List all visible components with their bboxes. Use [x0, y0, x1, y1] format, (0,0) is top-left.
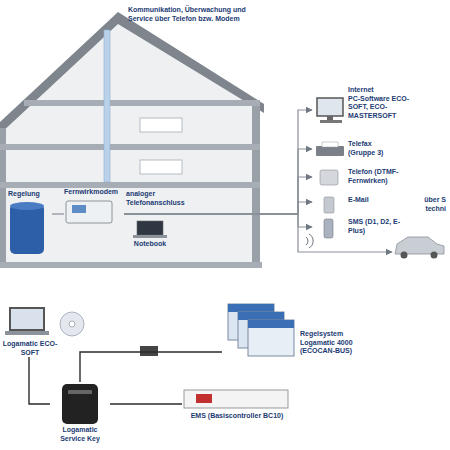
ems-display [196, 394, 212, 403]
node-text: Notebook [128, 240, 172, 249]
node-text: Logamatic ECO-SOFT [2, 340, 58, 357]
floor-slab [0, 182, 260, 188]
node-text: Fernwirkmodem [64, 188, 124, 197]
connector-line [124, 177, 312, 214]
node-text: über S techni [412, 196, 446, 213]
modem-display [72, 205, 86, 213]
cd-hole [69, 321, 75, 327]
modem-device [66, 201, 112, 223]
node-text: Logamatic Service Key [50, 426, 110, 443]
cd-icon [60, 312, 84, 336]
radiator [140, 160, 182, 174]
adapter-icon [140, 346, 158, 356]
radio-waves [306, 234, 313, 248]
node-text: SMS (D1, D2, E-Plus) [348, 218, 402, 235]
laptop-base [5, 331, 49, 335]
chimney-pipe [104, 30, 110, 182]
node-text: Telefon (DTMF-Fernwirken) [348, 168, 422, 185]
notebook-base [133, 235, 167, 238]
node-text: E-Mail [348, 196, 392, 205]
email-device: E-Mail [312, 196, 392, 214]
modem-box: Fernwirkmodem [64, 188, 124, 228]
car-wheel [401, 252, 408, 259]
boiler [10, 204, 44, 254]
monitor-stand [327, 116, 333, 120]
connector-line [29, 357, 50, 404]
floor-slab [0, 262, 262, 268]
service-key-icon [62, 384, 98, 424]
radiator [140, 118, 182, 132]
ems-controller-icon [184, 390, 288, 408]
notebook-screen [137, 221, 163, 235]
control-module [248, 320, 294, 356]
connector-line [80, 352, 222, 382]
boiler-control: Regelung [8, 190, 52, 258]
connector-line [110, 403, 182, 404]
fax-icon [316, 146, 344, 156]
connector-line [124, 110, 312, 214]
ems-controller: EMS (Basiscontroller BC10) [182, 388, 292, 428]
sms-device: SMS (D1, D2, E-Plus) [312, 218, 402, 238]
line-label: analoger Telefonanschluss [126, 190, 198, 207]
car-icon [395, 237, 444, 254]
node-text: Internet [348, 86, 416, 95]
boiler-top [10, 202, 44, 210]
service-key: Logamatic Service Key [50, 382, 110, 443]
technician-car: über S techni [392, 196, 446, 262]
house-interior [0, 20, 258, 266]
node-text: Regelsystem Logamatic 4000 (ECOCAN-BUS) [300, 330, 372, 356]
diagram-title: Kommunikation, Überwachung und Service ü… [128, 6, 260, 23]
node-text: EMS (Basiscontroller BC10) [182, 412, 292, 421]
monitor-icon [317, 98, 343, 116]
control-module-band [248, 320, 294, 328]
connector-line [52, 213, 64, 214]
floor-slab [24, 100, 260, 106]
email-device-icon [324, 197, 334, 213]
node-subtext: PC-Software ECO-SOFT, ECO-MASTERSOFT [348, 95, 416, 121]
phone-device: Telefon (DTMF-Fernwirken) [312, 168, 422, 186]
control-module-band [238, 312, 284, 320]
laptop-software: Logamatic ECO-SOFT [2, 306, 58, 357]
node-text: Telefax (Gruppe 3) [348, 140, 398, 157]
fax-paper [322, 142, 338, 147]
control-module-band [228, 304, 274, 312]
connector-line [124, 214, 312, 227]
phone-icon [320, 170, 338, 185]
internet-device: InternetPC-Software ECO-SOFT, ECO-MASTER… [312, 86, 416, 124]
cellphone-icon [324, 219, 333, 238]
car-wheel [431, 252, 438, 259]
node-text: Regelung [8, 190, 52, 199]
laptop-screen [10, 308, 44, 330]
control-system: Regelsystem Logamatic 4000 (ECOCAN-BUS) [222, 300, 372, 362]
service-key-band [68, 390, 92, 394]
floor-slab [0, 144, 260, 150]
notebook-box: Notebook [128, 220, 172, 250]
roof [0, 12, 264, 134]
connector-line [124, 149, 312, 214]
fax-device: Telefax (Gruppe 3) [312, 140, 398, 158]
keyboard-icon [320, 120, 342, 123]
